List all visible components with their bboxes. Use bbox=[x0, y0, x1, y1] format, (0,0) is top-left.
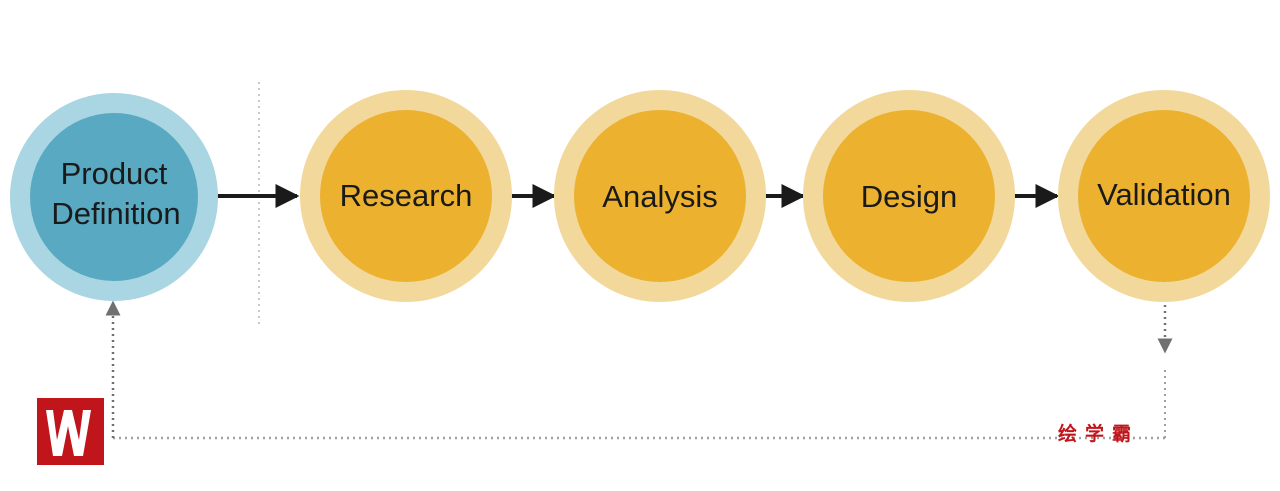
feedback-loop bbox=[105, 300, 1173, 440]
node-research-label: Research bbox=[340, 178, 473, 213]
node-validation-inner bbox=[1078, 110, 1250, 282]
node-product-definition-inner bbox=[30, 113, 198, 281]
watermark-logo-icon bbox=[37, 398, 104, 465]
node-analysis-inner bbox=[574, 110, 746, 282]
node-design-label: Design bbox=[861, 179, 958, 214]
node-design: Design bbox=[803, 90, 1015, 302]
node-validation-label: Validation bbox=[1097, 177, 1231, 212]
node-analysis: Analysis bbox=[554, 90, 766, 302]
node-analysis-label: Analysis bbox=[602, 179, 717, 214]
watermark-text: 绘学霸 bbox=[1058, 422, 1139, 445]
node-research: Research bbox=[300, 90, 512, 302]
node-product-definition-label-line1: Product bbox=[61, 156, 168, 191]
node-product-definition-label-line2: Definition bbox=[51, 196, 180, 231]
node-product-definition: Product Definition bbox=[10, 93, 218, 301]
node-design-inner bbox=[823, 110, 995, 282]
node-research-inner bbox=[320, 110, 492, 282]
node-validation: Validation bbox=[1058, 90, 1270, 302]
